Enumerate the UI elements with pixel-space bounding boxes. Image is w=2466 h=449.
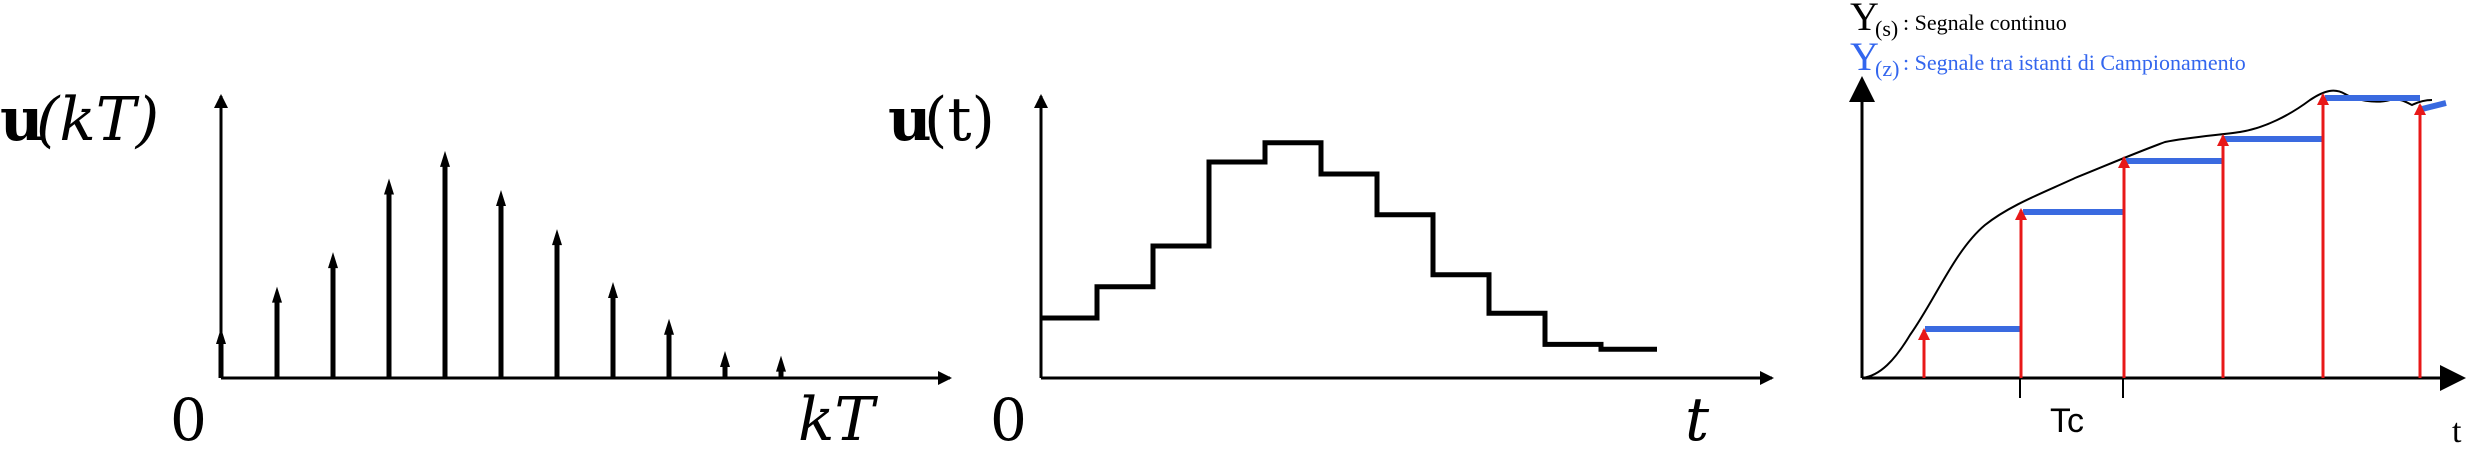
p1-origin-label: 0 [170,386,207,449]
p3-continuous-curve [1861,89,2433,379]
p3-hold-segments [1925,95,2447,332]
p1-impulses [216,150,786,378]
impulse-arrowhead [552,229,562,246]
panel-sampled-signal: u (kT) 0 kT [0,85,952,449]
legend-sampled-symbol: Y [1850,34,1879,79]
hold-segment [2421,100,2447,112]
impulse-arrowhead [720,351,730,367]
p1-y-label-u: u [0,85,44,155]
p2-y-label-u: u [888,85,932,155]
legend-sampled-sub: (z) [1875,56,1899,81]
impulse-arrowhead [384,178,394,195]
p2-staircase [1041,140,1657,352]
panel-hold-signal: u (t) 0 t [888,85,1774,449]
impulse-arrowhead [216,328,226,344]
impulse-arrowhead [328,252,338,269]
p3-sample-arrows [1918,93,2426,378]
p1-x-label: kT [798,385,878,449]
legend-continuous-sub: (s) [1875,16,1898,41]
p2-x-label: t [1685,385,1710,449]
legend-continuous: Y (s) : Segnale continuo [1850,0,2067,41]
p2-y-label-t: (t) [924,85,995,155]
panel-sampling-comparison: Tc t Y (s) : Segnale conti [1849,0,2466,449]
p1-y-label-kT: (kT) [36,85,159,155]
p3-period-label: Tc [2050,402,2084,440]
legend-continuous-symbol: Y [1850,0,1879,39]
p3-x-label: t [2452,413,2462,449]
legend-continuous-text: : Segnale continuo [1903,10,2067,35]
impulse-arrowhead [496,190,506,206]
impulse-arrowhead [440,150,450,167]
impulse-arrowhead [272,286,282,303]
impulse-arrowhead [608,282,618,298]
p3-legend: Y (s) : Segnale continuo Y (z) : Segnale… [1850,0,2246,81]
legend-sampled: Y (z) : Segnale tra istanti di Campionam… [1850,34,2246,81]
impulse-arrowhead [664,318,674,335]
legend-sampled-text: : Segnale tra istanti di Campionamento [1903,50,2246,75]
p2-origin-label: 0 [990,386,1027,449]
impulse-arrowhead [776,355,786,372]
